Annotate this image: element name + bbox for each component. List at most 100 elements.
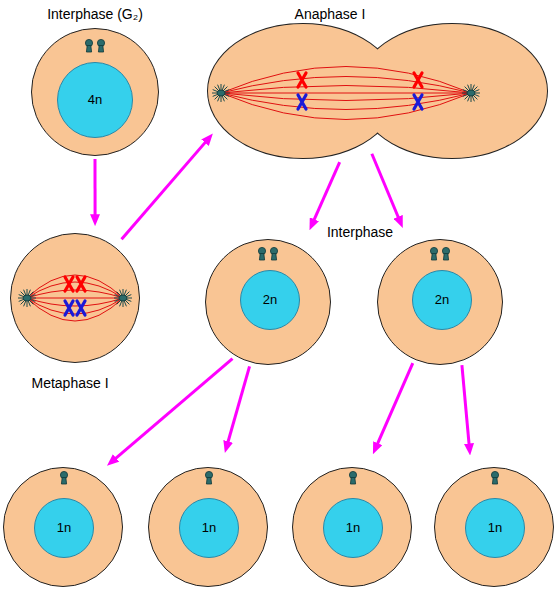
- centrosome: [23, 295, 31, 301]
- chromosomes: [65, 277, 85, 315]
- stage-heading: Interphase: [300, 224, 420, 240]
- centriole-head: [442, 247, 449, 254]
- spindle-fiber: [221, 93, 471, 101]
- ploidy-label: 1n: [323, 498, 383, 558]
- cell-circle: [149, 468, 268, 587]
- centriole-stem: [206, 478, 211, 485]
- spindle-fiber: [221, 93, 471, 110]
- nucleus-circle: [180, 499, 239, 558]
- nucleus: 4n: [57, 62, 133, 138]
- cell-outline: [10, 233, 140, 363]
- nucleus: 1n: [179, 498, 239, 558]
- spindle-fiber: [27, 290, 123, 298]
- spindle: [27, 275, 123, 321]
- cell: Anaphase I: [208, 24, 547, 158]
- centriole-head: [491, 471, 498, 478]
- spindle-fiber: [221, 93, 471, 120]
- ploidy-label: 2n: [412, 270, 472, 330]
- centriole: [491, 471, 498, 484]
- chromosome: [77, 301, 85, 315]
- nucleus-circle: [58, 63, 133, 138]
- spindle-fiber: [27, 275, 123, 298]
- spindle-fiber: [27, 282, 123, 298]
- centriole-head: [258, 247, 265, 254]
- centriole: [258, 247, 265, 260]
- centriole: [85, 39, 92, 52]
- stage-heading: Anaphase I: [260, 6, 400, 22]
- centrosome: [467, 90, 475, 96]
- aster-rays: [212, 84, 230, 102]
- ploidy-label: 4n: [57, 62, 133, 138]
- nucleus-circle: [466, 499, 525, 558]
- stage-arrow: [376, 363, 413, 447]
- cell-lobe: [357, 24, 547, 158]
- cell-circle: [11, 234, 140, 363]
- nucleus-circle: [413, 271, 472, 330]
- ploidy-label: 1n: [34, 498, 94, 558]
- spindle-fiber: [27, 298, 123, 306]
- cell: 1n: [148, 467, 268, 587]
- spindle-fiber: [221, 67, 471, 94]
- nucleus: 1n: [323, 498, 383, 558]
- centriole: [270, 247, 277, 260]
- stage-arrow: [313, 162, 340, 223]
- spindle-fiber: [27, 298, 123, 299]
- ploidy-label: 1n: [179, 498, 239, 558]
- cell: 1n: [292, 467, 412, 587]
- stage-heading: Metaphase I: [0, 375, 140, 391]
- chromosome: [414, 73, 422, 87]
- centriole-stem: [271, 254, 276, 261]
- cell-circle: [293, 468, 412, 587]
- spindle-fiber: [221, 77, 471, 94]
- cell-circle: [435, 468, 554, 587]
- centriole-stem: [431, 254, 436, 261]
- aster-rays: [18, 289, 36, 307]
- centriole-stem: [86, 46, 91, 53]
- centriole-head: [60, 471, 67, 478]
- cell: Metaphase I: [10, 233, 140, 363]
- nucleus: 1n: [465, 498, 525, 558]
- centriole-stem: [350, 478, 355, 485]
- aster: [462, 84, 480, 102]
- centriole-stem: [492, 478, 497, 485]
- cell-circle: [378, 240, 503, 365]
- centriole: [97, 39, 104, 52]
- cell: 1n: [3, 467, 123, 587]
- cell: 2n: [377, 239, 503, 365]
- centrosome: [217, 90, 225, 96]
- chromosome: [65, 301, 73, 315]
- chromosome: [298, 73, 306, 87]
- stage-arrow: [94, 159, 97, 218]
- centriole: [430, 247, 437, 260]
- spindle-fiber: [221, 86, 471, 94]
- cell-circle: [206, 240, 331, 365]
- spindle-fiber: [221, 93, 471, 94]
- centriole: [349, 471, 356, 484]
- centrioles: [60, 39, 498, 484]
- centriole-head: [85, 39, 92, 46]
- spindle-fiber: [27, 298, 123, 321]
- nucleus-circle: [324, 499, 383, 558]
- stage-arrow: [113, 359, 232, 461]
- cell: 2n: [205, 239, 331, 365]
- centriole-stem: [443, 254, 448, 261]
- cell-lobe-fill: [357, 24, 547, 158]
- nucleus: 2n: [240, 270, 300, 330]
- centrosome: [119, 295, 127, 301]
- aster: [114, 289, 132, 307]
- centriole-stem: [98, 46, 103, 53]
- centriole: [442, 247, 449, 260]
- nucleus-circle: [35, 499, 94, 558]
- aster: [212, 84, 230, 102]
- nucleus: 2n: [412, 270, 472, 330]
- spindle-fiber: [27, 298, 123, 314]
- spindle: [221, 67, 471, 120]
- aster: [18, 289, 36, 307]
- stage-arrow: [462, 365, 469, 447]
- nucleus: 1n: [34, 498, 94, 558]
- centriole: [205, 471, 212, 484]
- centriole-head: [97, 39, 104, 46]
- centriole-head: [349, 471, 356, 478]
- cell-circle: [4, 468, 123, 587]
